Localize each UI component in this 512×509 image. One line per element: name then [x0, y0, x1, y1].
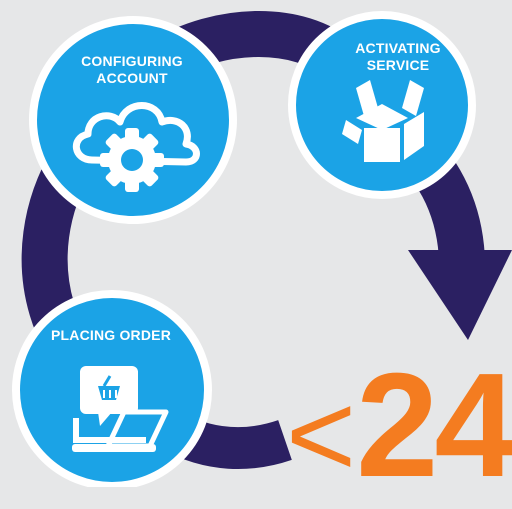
cloud-gear-icon	[73, 102, 200, 192]
open-box-icon	[342, 80, 424, 162]
cycle-arrowhead	[408, 250, 512, 340]
step-label-placing-order: PLACING ORDER	[36, 327, 186, 344]
timeframe-label: <24	[286, 352, 512, 509]
step-label-line: SERVICE	[366, 57, 430, 73]
step-circle-configuring	[29, 16, 237, 224]
step-label-activating-service: ACTIVATING SERVICE	[338, 40, 458, 74]
laptop-shopping-basket-icon	[72, 366, 169, 452]
step-label-line: PLACING ORDER	[50, 327, 172, 343]
less-than-symbol: <	[286, 368, 357, 502]
step-label-line: CONFIGURING	[81, 53, 183, 69]
timeframe-value: 24	[356, 343, 512, 508]
step-label-line: ACTIVATING	[355, 40, 441, 56]
step-label-line: ACCOUNT	[96, 70, 168, 86]
process-cycle-diagram	[12, 11, 512, 487]
step-label-configuring-account: CONFIGURING ACCOUNT	[62, 53, 202, 87]
